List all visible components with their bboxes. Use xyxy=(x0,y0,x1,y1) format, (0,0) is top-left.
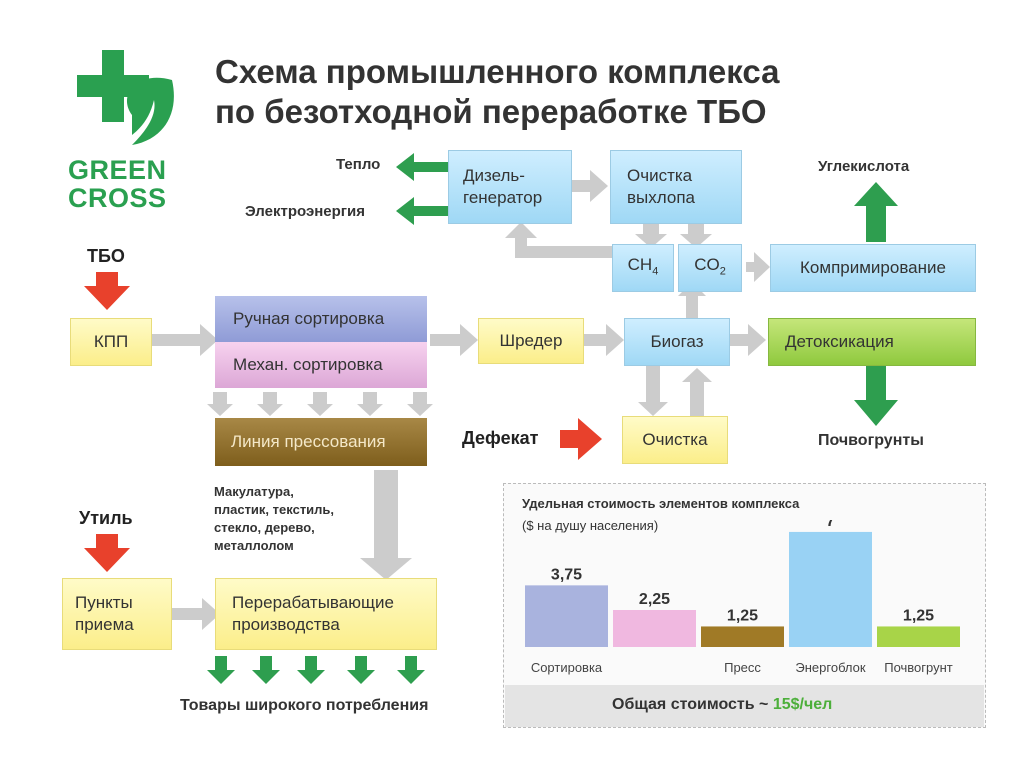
electricity-label: Электроэнергия xyxy=(245,203,366,220)
defekat-label: Дефекат xyxy=(462,428,539,448)
bar-3 xyxy=(701,626,784,647)
bar-2 xyxy=(613,610,696,647)
soils-label: Почвогрунты xyxy=(818,432,924,449)
cost-panel-title: Удельная стоимость элементов комплекса xyxy=(522,496,800,511)
shredder-box: Шредер xyxy=(478,318,584,364)
arrow-diesel-exhaust xyxy=(572,170,608,202)
arrow-shredder-biogas xyxy=(584,324,624,356)
exhaust-cleaning-box: Очистка выхлопа xyxy=(610,150,742,224)
category-label-3: Пресс xyxy=(724,660,761,675)
collection-points-box: Пункты приема xyxy=(62,578,172,650)
arrow-tbo xyxy=(84,272,130,310)
arrow-heat xyxy=(396,153,448,181)
processing-plants-label: Перерабатывающие производства xyxy=(232,593,394,634)
bar-1 xyxy=(525,585,608,647)
arrow-exhaust-ch4 xyxy=(635,224,667,248)
page-title: Схема промышленного комплекса по безотхо… xyxy=(215,52,915,132)
diesel-generator-label: Дизель- генератор xyxy=(463,166,543,207)
total-cost-value: 15$/чел xyxy=(772,696,833,713)
consumer-goods-label: Товары широкого потребления xyxy=(180,697,429,714)
arrow-biogas-cleaning xyxy=(638,366,668,416)
total-cost-label: Общая стоимость ~ xyxy=(612,696,773,713)
util-label: Утиль xyxy=(79,508,133,528)
ch4-label: CH4 xyxy=(627,254,659,278)
collection-points-label: Пункты приема xyxy=(75,593,134,634)
heat-label: Тепло xyxy=(336,156,381,173)
logo-line-2: CROSS xyxy=(68,183,167,213)
manual-sorting-label: Ручная сортировка xyxy=(233,309,385,328)
arrow-soils xyxy=(854,366,898,426)
detoxification-box: Детоксикация xyxy=(768,318,976,366)
tbo-label: ТБО xyxy=(87,246,125,266)
detoxification-label: Детоксикация xyxy=(785,332,894,351)
title-line-2: по безотходной переработке ТБО xyxy=(215,93,767,130)
co2-label: CO2 xyxy=(694,254,726,278)
mechanical-sorting-label: Механ. сортировка xyxy=(233,355,383,374)
bar-value-label-4: 7 xyxy=(826,520,835,530)
arrow-press-processing xyxy=(360,470,412,580)
category-label-5: Почвогрунт xyxy=(884,660,953,675)
arrow-collection-processing xyxy=(172,598,220,630)
carbon-dioxide-label: Углекислота xyxy=(818,158,910,175)
arrow-co2-out xyxy=(854,182,898,242)
kpp-label: КПП xyxy=(93,332,129,351)
shredder-label: Шредер xyxy=(499,331,563,350)
bar-value-label-2: 2,25 xyxy=(639,591,670,608)
exhaust-cleaning-label: Очистка выхлопа xyxy=(627,166,695,207)
arrow-exhaust-co2 xyxy=(680,224,712,248)
bar-value-label-5: 1,25 xyxy=(903,607,934,624)
manual-sorting-box: Ручная сортировка xyxy=(215,296,427,342)
bar-value-label-1: 3,75 xyxy=(551,566,582,583)
cost-panel-subtitle: ($ на душу населения) xyxy=(522,518,659,533)
category-label-1: Сортировка xyxy=(531,660,603,675)
total-cost: Общая стоимость ~ 15$/чел xyxy=(612,696,832,714)
arrow-ch4-diesel xyxy=(505,222,612,258)
ch4-box: CH4 xyxy=(612,244,674,292)
arrow-sort-shredder xyxy=(430,324,478,356)
biogas-box: Биогаз xyxy=(624,318,730,366)
title-line-1: Схема промышленного комплекса xyxy=(215,53,780,90)
logo-line-1: GREEN xyxy=(68,155,167,185)
arrow-kpp-sort xyxy=(152,324,218,356)
pressing-line-box: Линия прессования xyxy=(215,418,427,466)
bar-5 xyxy=(877,626,960,647)
pressing-line-label: Линия прессования xyxy=(231,432,386,451)
bar-4 xyxy=(789,531,872,647)
category-label-4: Энергоблок xyxy=(795,660,865,675)
arrow-cleaning-biogas xyxy=(682,368,712,418)
arrow-biogas-detox xyxy=(730,324,766,356)
cleaning-box: Очистка xyxy=(622,416,728,464)
arrow-electricity xyxy=(396,197,448,225)
co2-box: CO2 xyxy=(678,244,742,292)
arrow-defekat xyxy=(560,418,602,460)
arrow-util xyxy=(84,534,130,572)
recyclables-label: Макулатура, пластик, текстиль, стекло, д… xyxy=(214,484,335,553)
compression-label: Компримирование xyxy=(800,258,946,277)
biogas-label: Биогаз xyxy=(650,332,704,351)
diesel-generator-box: Дизель- генератор xyxy=(448,150,572,224)
green-cross-logo-icon xyxy=(77,50,174,145)
bar-value-label-3: 1,25 xyxy=(727,607,758,624)
cost-total-bar xyxy=(505,685,984,727)
processing-plants-box: Перерабатывающие производства xyxy=(215,578,437,650)
kpp-box: КПП xyxy=(70,318,152,366)
cleaning-label: Очистка xyxy=(642,430,708,449)
mechanical-sorting-box: Механ. сортировка xyxy=(215,342,427,388)
compression-box: Компримирование xyxy=(770,244,976,292)
logo-text: GREEN CROSS xyxy=(68,156,167,212)
arrow-co2-compress xyxy=(746,252,770,282)
